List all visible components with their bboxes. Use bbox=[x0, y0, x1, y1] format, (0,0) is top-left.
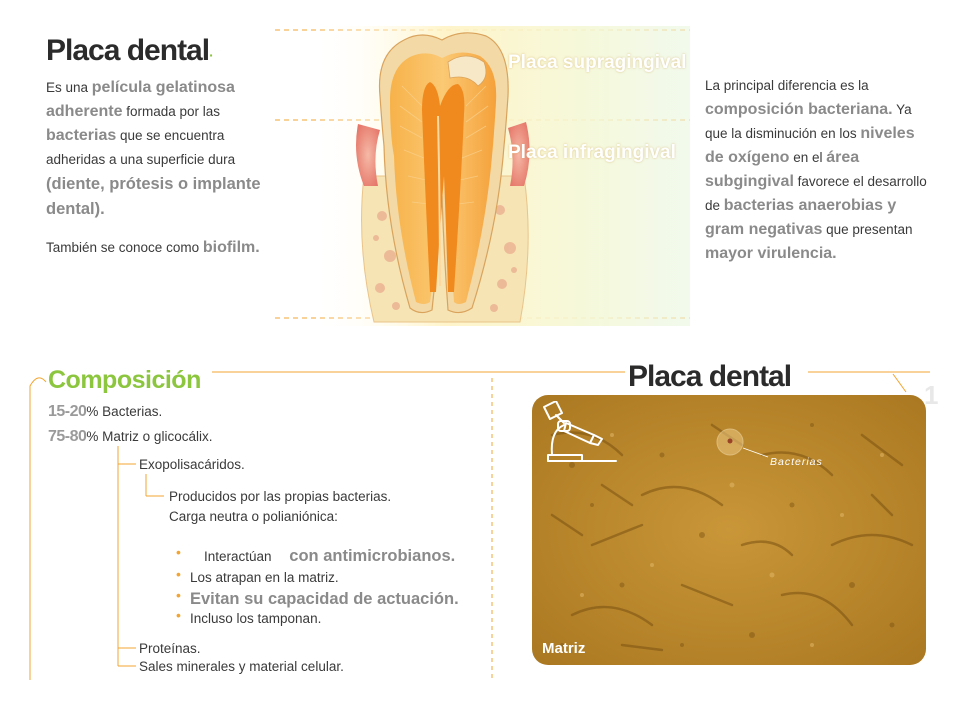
tooth-illustration bbox=[312, 26, 690, 326]
micrograph-title: Placa dental bbox=[628, 360, 792, 393]
highlight-composicion: composición bacteriana. bbox=[705, 101, 893, 118]
bullet-item: Los atrapan en la matriz. bbox=[176, 564, 339, 588]
carga: Carga neutra o polianiónica: bbox=[169, 509, 338, 524]
micrograph-image bbox=[532, 395, 926, 665]
sales-minerales: Sales minerales y material celular. bbox=[139, 659, 344, 674]
composition-title: Composición bbox=[48, 366, 201, 394]
producidos: Producidos por las propias bacterias. bbox=[169, 489, 392, 504]
exopolisacaridos: Exopolisacáridos. bbox=[139, 457, 245, 472]
text: Ya que la disminución en los bbox=[705, 102, 912, 141]
label-bacterias: Bacterias bbox=[770, 456, 823, 468]
biofilm-paragraph: También se conoce como biofilm. bbox=[46, 236, 261, 260]
highlight-superficie: (diente, prótesis o implante dental). bbox=[46, 175, 261, 218]
label-infragingival: Placa infragingival bbox=[508, 142, 676, 163]
text: en el bbox=[789, 150, 827, 165]
highlight-oxigeno: niveles de oxígeno bbox=[705, 125, 915, 166]
text: que presentan bbox=[822, 222, 913, 237]
text: que se encuentra adheridas a una superfi… bbox=[46, 128, 236, 167]
text: La principal diferencia es la bbox=[705, 78, 869, 93]
highlight: Evitan su capacidad de actuación. bbox=[190, 590, 459, 608]
label-supragingival: Placa supragingival bbox=[508, 52, 687, 73]
text: También se conoce como bbox=[46, 240, 203, 255]
proteinas: Proteínas. bbox=[139, 641, 201, 656]
pulp bbox=[422, 82, 465, 292]
highlight-subgingival: área subgingival bbox=[705, 149, 860, 190]
pct-value: 15-20 bbox=[48, 403, 87, 420]
title-accent-dot: · bbox=[209, 47, 214, 63]
bullet-item: Interactúan con antimicrobianos. bbox=[176, 542, 456, 567]
highlight-bacterias: bacterias bbox=[46, 127, 117, 144]
crown-cusp bbox=[447, 55, 487, 87]
text: Es una bbox=[46, 80, 92, 95]
pulp-highlight bbox=[437, 115, 441, 287]
highlight-anaerobias: bacterias anaerobias y gram negativas bbox=[705, 197, 897, 238]
difference-text: La principal diferencia es la composició… bbox=[705, 74, 935, 266]
pct-label: % Matriz o glicocálix. bbox=[86, 429, 213, 444]
bone-texture bbox=[373, 205, 517, 312]
bullet-item: Evitan su capacidad de actuación. bbox=[176, 585, 459, 610]
page-number: 1 bbox=[924, 380, 939, 410]
highlight: con antimicrobianos. bbox=[289, 547, 456, 565]
pct-label: % Bacterias. bbox=[86, 404, 163, 419]
text: favorece el desarrollo de bbox=[705, 174, 927, 213]
pct-value: 75-80 bbox=[48, 428, 87, 445]
text: formada por las bbox=[122, 104, 221, 119]
bacteria-percentage: 15-20% Bacterias. bbox=[48, 403, 162, 421]
definition-text: Es una película gelatinosa adherente for… bbox=[46, 76, 261, 260]
bullet-item: Incluso los tamponan. bbox=[176, 605, 322, 629]
highlight-biofilm: biofilm. bbox=[202, 239, 260, 256]
highlight-virulencia: mayor virulencia. bbox=[705, 245, 837, 262]
page-title: Placa dental· bbox=[46, 34, 214, 67]
matrix-percentage: 75-80% Matriz o glicocálix. bbox=[48, 428, 212, 446]
text: Incluso los tamponan. bbox=[190, 611, 322, 626]
dentin-tubules bbox=[399, 85, 489, 205]
highlight-pelicula: película gelatinosa adherente bbox=[46, 79, 235, 120]
label-matriz: Matriz bbox=[542, 640, 586, 657]
text: Los atrapan en la matriz. bbox=[190, 570, 339, 585]
micrograph-texture bbox=[532, 395, 926, 665]
microscope-icon bbox=[543, 401, 617, 462]
gum-left bbox=[356, 124, 380, 186]
definition-paragraph: Es una película gelatinosa adherente for… bbox=[46, 76, 261, 222]
gum-right bbox=[508, 122, 530, 186]
text: Interactúan bbox=[204, 549, 276, 564]
